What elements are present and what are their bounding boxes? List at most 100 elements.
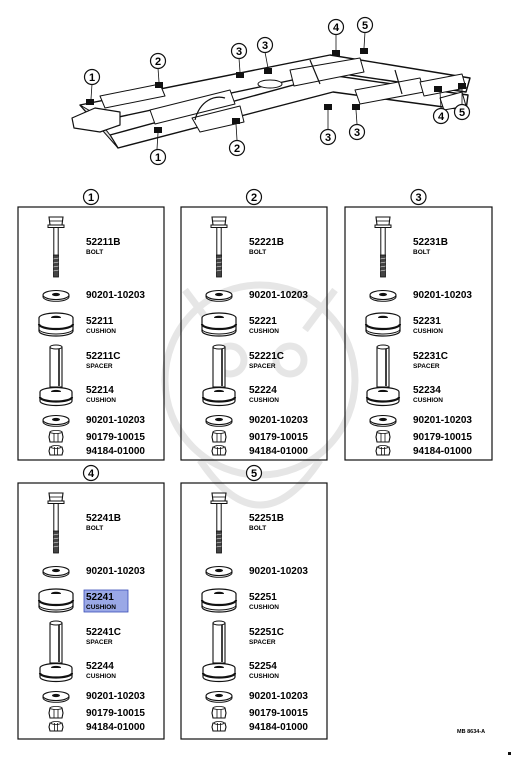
mount-panels: 152211BBOLT90201-1020352211CUSHION52211C… <box>17 188 493 740</box>
washer-drawing <box>369 414 397 427</box>
callout-number: 5 <box>251 468 257 480</box>
callout-number: 3 <box>354 127 360 139</box>
part-90201-10203: 90201-10203 <box>42 289 145 302</box>
part-number: 90179-10015 <box>249 708 308 719</box>
part-description: SPACER <box>86 363 113 370</box>
washer-drawing <box>205 414 233 427</box>
callout-number: 4 <box>333 22 340 34</box>
part-94184-01000: 94184-01000 <box>48 444 145 457</box>
part-number: 52231B <box>413 237 448 248</box>
nut2-drawing <box>48 444 64 456</box>
part-90201-10203: 90201-10203 <box>42 690 145 703</box>
part-number: 52241B <box>86 513 121 524</box>
part-number: 52224 <box>249 385 277 396</box>
part-description: CUSHION <box>86 604 116 611</box>
part-description: CUSHION <box>249 673 279 680</box>
part-description: BOLT <box>249 249 266 256</box>
part-number: 52221B <box>249 237 284 248</box>
panel-border <box>17 482 165 740</box>
part-number: 52251B <box>249 513 284 524</box>
frame-callout-3: 3 <box>348 123 366 141</box>
part-number: 52231C <box>413 351 448 362</box>
part-number: 90201-10203 <box>413 290 472 301</box>
frame-mount-markers <box>86 48 466 133</box>
part-90179-10015: 90179-10015 <box>211 429 308 443</box>
part-number: 52214 <box>86 385 114 396</box>
part-number: 52251C <box>249 627 284 638</box>
part-description: CUSHION <box>249 397 279 404</box>
part-94184-01000: 94184-01000 <box>211 720 308 733</box>
cushion-small-drawing <box>38 386 74 407</box>
frame-leader-lines <box>90 31 463 150</box>
frame-callout-3: 3 <box>256 36 274 54</box>
callout-number: 1 <box>89 72 95 84</box>
part-description: SPACER <box>249 363 276 370</box>
part-90179-10015: 90179-10015 <box>211 705 308 719</box>
frame-callout-3: 3 <box>319 128 337 146</box>
cushion-big-drawing <box>200 587 238 614</box>
frame-callout-5: 5 <box>356 16 374 34</box>
part-94184-01000: 94184-01000 <box>375 444 472 457</box>
washer-drawing <box>205 565 233 578</box>
bolt-drawing <box>210 492 228 554</box>
nut2-drawing <box>375 444 391 456</box>
washer-drawing <box>205 289 233 302</box>
part-90201-10203: 90201-10203 <box>369 289 472 302</box>
spacer-drawing <box>49 620 63 664</box>
part-number: 52211C <box>86 351 120 362</box>
callout-number: 5 <box>459 107 465 119</box>
washer-drawing <box>369 289 397 302</box>
part-description: CUSHION <box>249 328 279 335</box>
cushion-small-drawing <box>365 386 401 407</box>
spacer-drawing <box>376 344 390 388</box>
washer-drawing <box>42 565 70 578</box>
part-number: 90201-10203 <box>249 691 308 702</box>
callout-number: 3 <box>262 40 268 52</box>
part-description: CUSHION <box>413 328 443 335</box>
frame-callout-1: 1 <box>149 148 167 166</box>
mount-panel-2: 252221BBOLT90201-1020352221CUSHION52221C… <box>180 188 328 461</box>
panel-border <box>180 482 328 740</box>
panel-number: 4 <box>82 464 100 482</box>
part-number: 90201-10203 <box>86 290 145 301</box>
part-number: 52211 <box>86 316 114 327</box>
part-description: CUSHION <box>413 397 443 404</box>
part-description: BOLT <box>413 249 430 256</box>
callout-number: 2 <box>155 56 161 68</box>
part-highlight <box>83 589 129 613</box>
part-number: 94184-01000 <box>249 722 308 733</box>
nut2-drawing <box>48 720 64 732</box>
part-description: CUSHION <box>249 604 279 611</box>
cushion-small-drawing <box>201 386 237 407</box>
frame-callout-3: 3 <box>230 42 248 60</box>
nut-drawing <box>48 705 64 719</box>
part-number: 90179-10015 <box>86 432 145 443</box>
cushion-big-drawing <box>37 311 75 338</box>
part-number: 52251 <box>249 592 277 603</box>
callout-number: 3 <box>236 46 242 58</box>
frame-callout-1: 1 <box>83 68 101 86</box>
part-description: SPACER <box>86 639 113 646</box>
part-number: 90179-10015 <box>413 432 472 443</box>
panel-number: 1 <box>82 188 100 206</box>
part-90201-10203: 90201-10203 <box>205 690 308 703</box>
frame-callout-2: 2 <box>228 139 246 157</box>
part-90201-10203: 90201-10203 <box>205 414 308 427</box>
part-number: 94184-01000 <box>249 446 308 457</box>
mount-panel-3: 352231BBOLT90201-1020352231CUSHION52231C… <box>344 188 493 461</box>
cushion-big-drawing <box>364 311 402 338</box>
nut2-drawing <box>211 444 227 456</box>
part-number: 94184-01000 <box>86 446 145 457</box>
callout-number: 2 <box>251 192 257 204</box>
part-description: SPACER <box>413 363 440 370</box>
